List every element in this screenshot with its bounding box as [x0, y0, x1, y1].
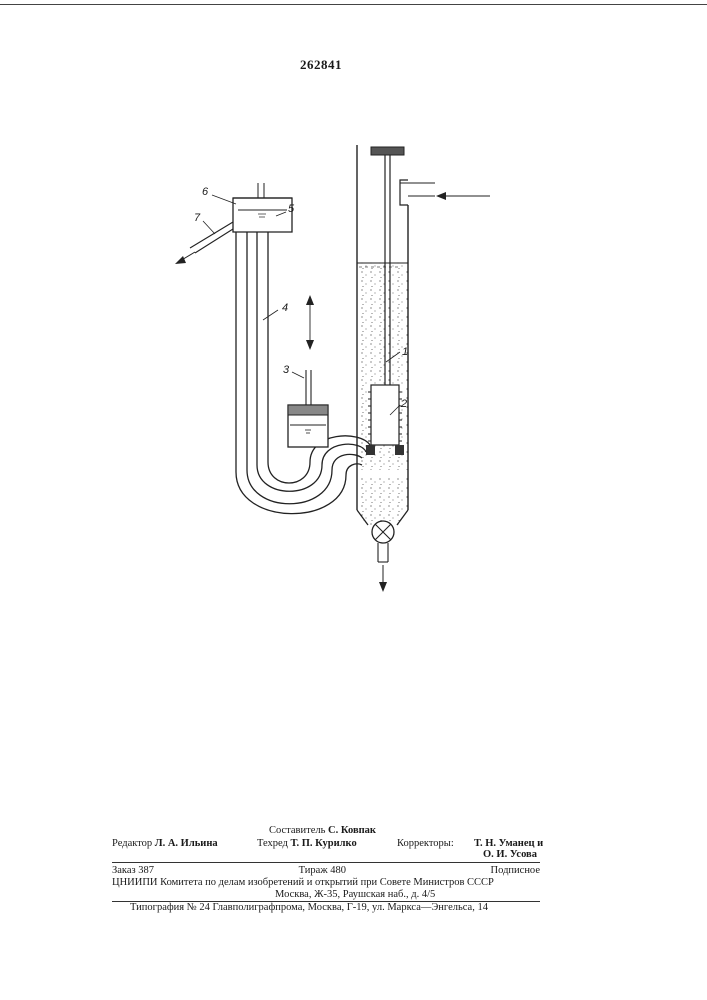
- callout-7: 7: [194, 212, 200, 224]
- publication-block: Заказ 387 Тираж 480 Подписное ЦНИИПИ Ком…: [112, 865, 540, 901]
- callout-5: 5: [288, 203, 294, 215]
- drain-valve: [372, 521, 394, 592]
- composer-label: Составитель: [269, 825, 325, 836]
- editor-label: Редактор: [112, 838, 152, 849]
- colophon: Составитель С. Ковпак Редактор Л. А. Иль…: [112, 824, 540, 851]
- subscription: Подписное: [491, 865, 540, 877]
- correctors-label: Корректоры:: [397, 837, 454, 850]
- credits-block: Составитель С. Ковпак Редактор Л. А. Иль…: [112, 824, 540, 851]
- order-number: Заказ 387: [112, 865, 154, 877]
- callout-2: 2: [401, 398, 407, 410]
- inlet-pipe: [400, 180, 490, 205]
- callout-3: 3: [283, 364, 289, 376]
- callout-6: 6: [202, 186, 208, 198]
- overflow-cup: [175, 183, 292, 264]
- colophon-divider: [112, 862, 540, 863]
- techred-name: Т. П. Курилко: [291, 838, 357, 849]
- editor-name: Л. А. Ильина: [155, 838, 218, 849]
- institute: ЦНИИПИ Комитета по делам изобретений и о…: [112, 877, 540, 889]
- corrector-2: О. И. Усова: [483, 848, 537, 861]
- piston-chamber: [288, 295, 328, 447]
- callout-1: 1: [402, 346, 408, 358]
- composer-name: С. Ковпак: [328, 825, 376, 836]
- printer-line: Типография № 24 Главполиграфпрома, Москв…: [130, 902, 488, 913]
- u-tube: [236, 225, 370, 514]
- techred-line: Техред Т. П. Курилко: [257, 837, 357, 850]
- editor-line: Редактор Л. А. Ильина: [112, 837, 218, 850]
- callout-4: 4: [282, 302, 288, 314]
- circulation: Тираж 480: [299, 865, 346, 877]
- institute-address: Москва, Ж-35, Раушская наб., д. 4/5: [112, 889, 540, 901]
- techred-label: Техред: [257, 838, 288, 849]
- filter-element: [366, 385, 404, 455]
- composer-line: Составитель С. Ковпак: [269, 824, 376, 837]
